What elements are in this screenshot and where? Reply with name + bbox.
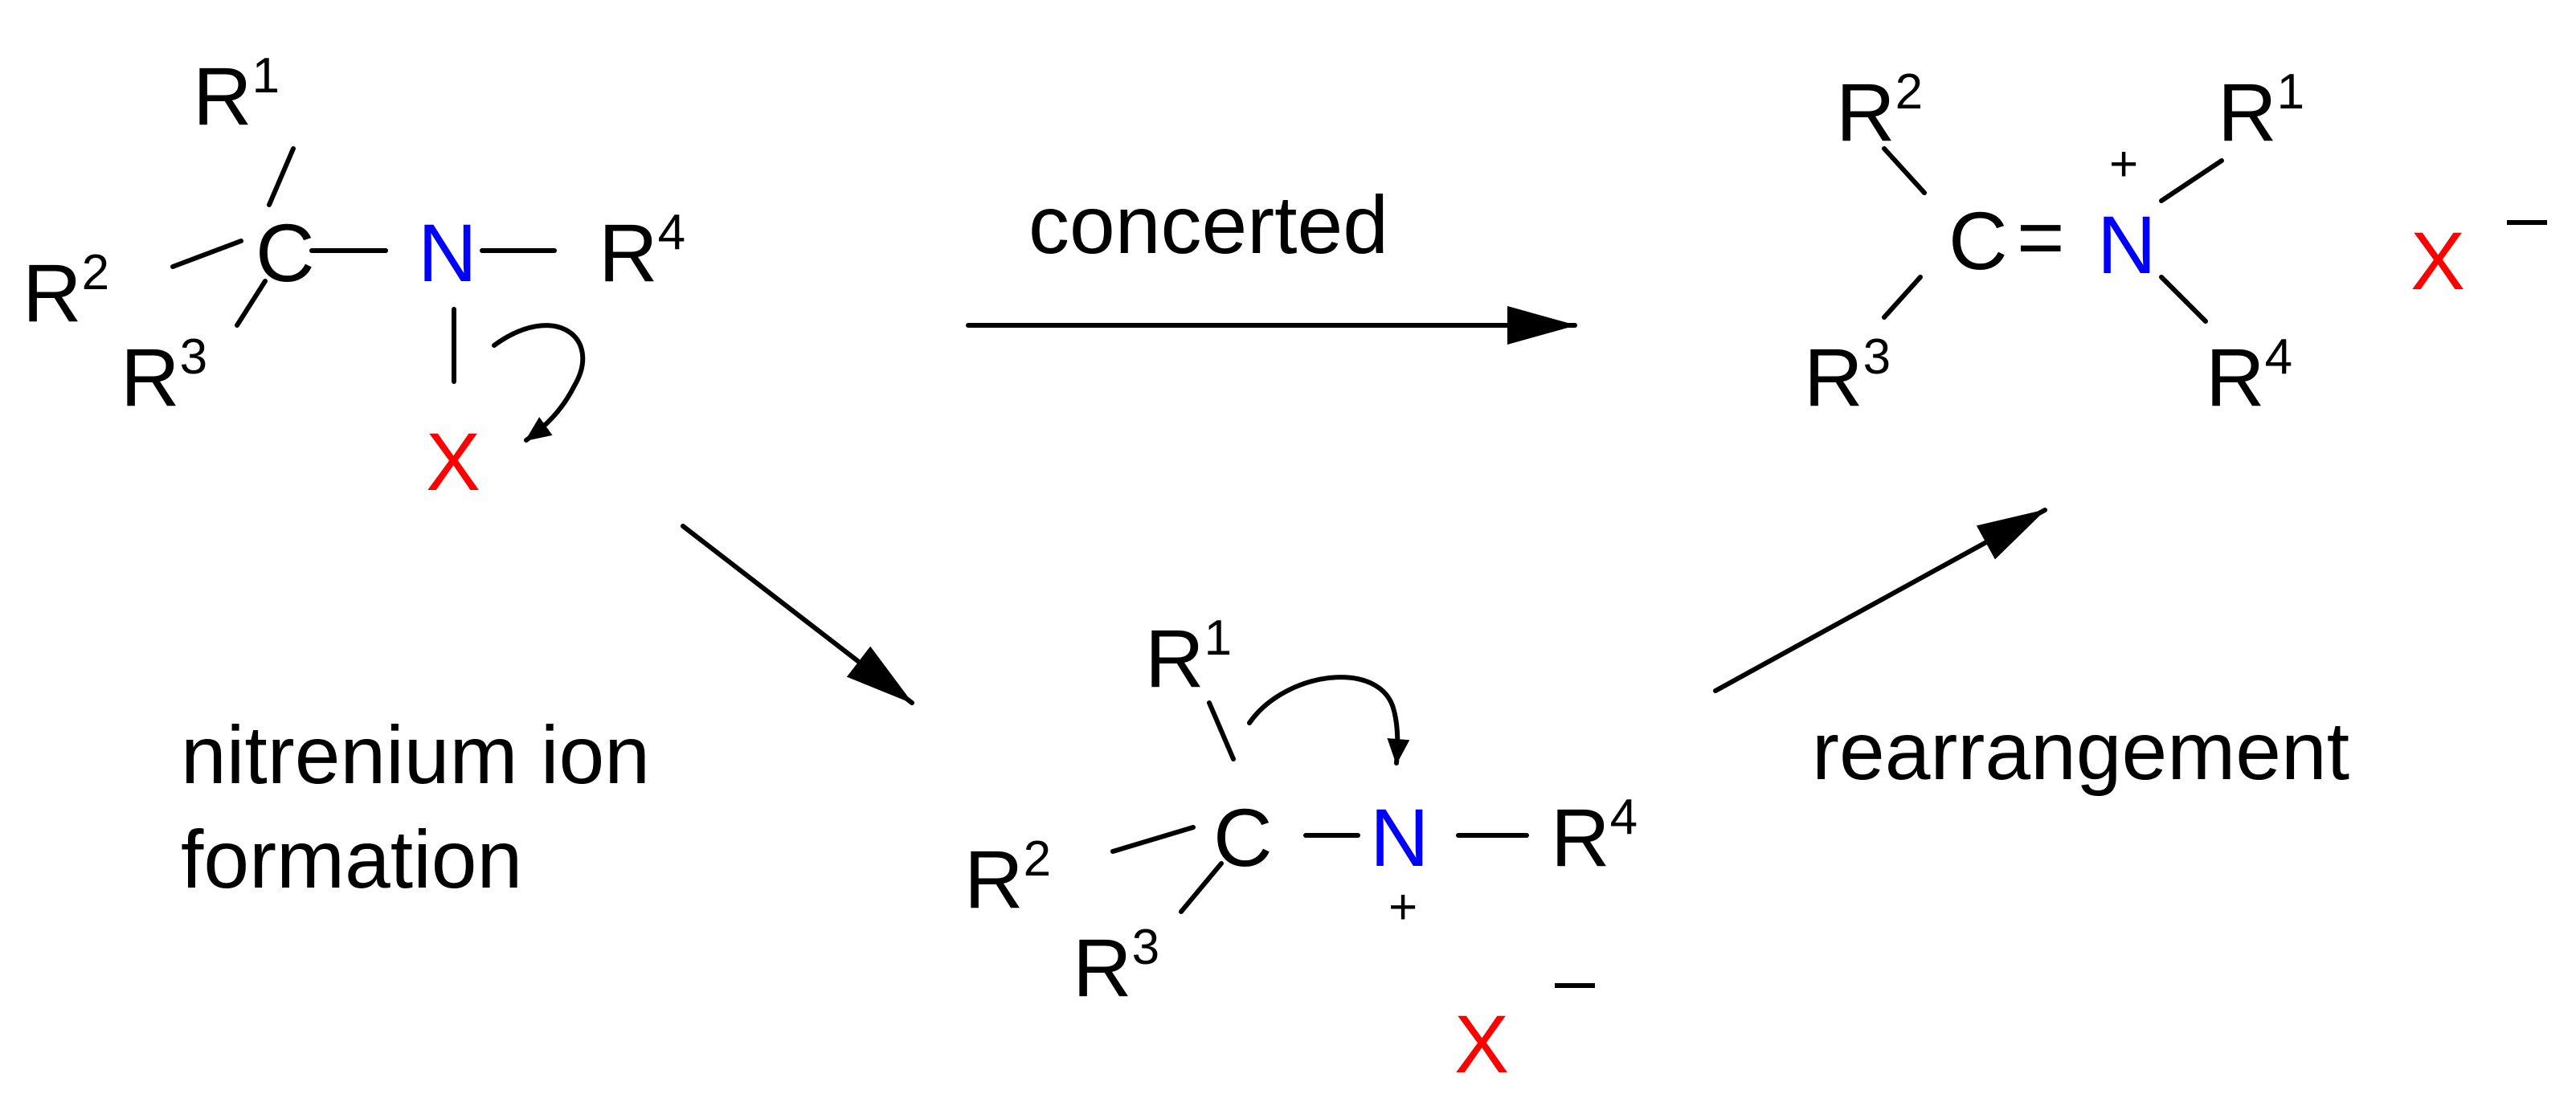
- reactant-molecule: R1 R2 R3 C N R4 X: [22, 48, 685, 508]
- product-anion-charge: –: [2507, 177, 2548, 257]
- bond-r2-c-product: [1882, 146, 1927, 195]
- bond-c-r1: [267, 146, 296, 207]
- product-r3: R3: [1804, 329, 1891, 423]
- intermediate-positive-charge: +: [1388, 880, 1417, 935]
- intermediate-anion-charge: –: [1555, 940, 1596, 1020]
- bond-n-r1-product: [2159, 158, 2224, 203]
- product-positive-charge: +: [2109, 137, 2138, 192]
- product-double-bond: =: [2017, 191, 2065, 283]
- curly-arrow-r1-n: [1247, 675, 1410, 765]
- product-r2: R2: [1836, 64, 1923, 158]
- nitrenium-pathway: nitrenium ion formation: [181, 524, 914, 905]
- intermediate-r2: R2: [964, 831, 1051, 925]
- label-concerted: concerted: [1028, 179, 1388, 271]
- intermediate-anion: X: [1454, 998, 1509, 1090]
- intermediate-r1: R1: [1145, 610, 1232, 704]
- product-anion: X: [2410, 215, 2465, 307]
- intermediate-r3: R3: [1073, 920, 1159, 1014]
- concerted-pathway: concerted: [966, 179, 1577, 345]
- product-iminium: R2 C = N + R1 R3 R4 X –: [1804, 64, 2548, 423]
- intermediate-nitrogen: N: [1370, 792, 1429, 884]
- curly-arrow-n-x: [492, 323, 586, 443]
- reactant-carbon: C: [256, 207, 315, 299]
- label-rearrangement: rearrangement: [1812, 705, 2349, 797]
- reactant-r1: R1: [193, 48, 280, 142]
- product-nitrogen: N: [2097, 199, 2157, 291]
- product-r1: R1: [2218, 64, 2304, 158]
- reactant-leaving-group: X: [426, 416, 480, 508]
- reactant-nitrogen: N: [418, 207, 477, 299]
- reactant-r4: R4: [599, 205, 685, 299]
- label-nitrenium-line2: formation: [181, 814, 522, 905]
- rearrangement-pathway: rearrangement: [1713, 508, 2349, 797]
- arrow-rearrangement: [1713, 508, 2047, 693]
- label-nitrenium-line1: nitrenium ion: [181, 709, 650, 801]
- bond-r2-c-intermediate: [1110, 825, 1196, 854]
- reactant-r2: R2: [22, 245, 109, 339]
- intermediate-carbon: C: [1213, 792, 1273, 884]
- intermediate-r4: R4: [1551, 790, 1638, 884]
- bond-c-r3-intermediate: [1179, 861, 1224, 914]
- bond-n-r4-product: [2159, 275, 2208, 324]
- bond-r2-c: [170, 239, 243, 269]
- arrow-nitrenium-formation: [681, 524, 914, 705]
- reactant-r3: R3: [121, 329, 207, 423]
- bond-c-r3-product: [1882, 275, 1923, 320]
- intermediate-nitrenium-ion: R1 R2 R3 C N + R4 X –: [964, 610, 1638, 1090]
- bond-c-r1-intermediate: [1207, 700, 1236, 761]
- product-carbon: C: [1948, 195, 2008, 287]
- product-r4: R4: [2206, 329, 2292, 423]
- bond-c-r3: [235, 279, 268, 328]
